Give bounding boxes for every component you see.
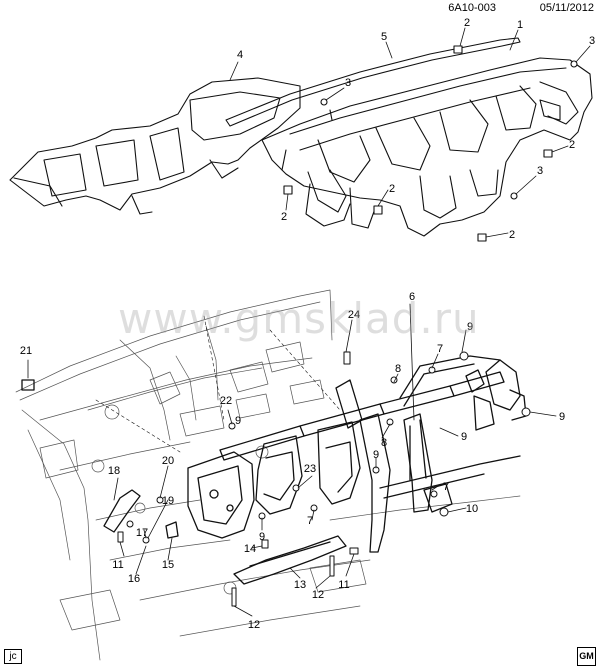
bottom-leaders [27,303,557,617]
callout-7: 7 [443,481,449,493]
callout-9: 9 [467,321,473,333]
callout-21: 21 [20,345,32,357]
callout-8: 8 [381,437,387,449]
callout-9: 9 [559,411,565,423]
author-tag: jc [4,649,22,664]
callout-9: 9 [373,449,379,461]
callout-20: 20 [162,455,174,467]
callout-19: 19 [162,495,174,507]
callout-11: 11 [112,559,123,571]
callout-7: 7 [307,515,313,527]
callout-11: 11 [338,579,349,591]
upper-pad-part-4 [9,77,301,215]
body-structure [15,289,521,661]
gm-logo: GM [577,647,596,666]
callout-4: 4 [237,49,243,61]
callout-7: 7 [437,343,443,355]
callout-2: 2 [569,139,575,151]
callout-3: 3 [589,35,595,47]
callout-18: 18 [108,465,120,477]
callout-2: 2 [464,17,470,29]
clip-part-15 [165,521,179,539]
callout-24: 24 [348,309,360,321]
callout-22: 22 [220,395,232,407]
top-fasteners [283,45,578,242]
callout-2: 2 [281,211,287,223]
callout-12: 12 [248,619,260,631]
lower-bracket-part-13 [233,535,347,585]
callout-1: 1 [517,19,523,31]
callout-6: 6 [409,291,415,303]
callout-14: 14 [244,543,256,555]
watermark-text: www.gmsklad.ru [118,294,480,343]
callout-16: 16 [128,573,140,585]
callout-17: 17 [136,527,148,539]
cross-car-beam-part-6 [21,355,527,585]
dashed-guides [95,315,341,453]
callout-5: 5 [381,31,387,43]
diagram-date: 05/11/2012 [539,2,594,14]
callout-3: 3 [345,77,351,89]
callout-8: 8 [395,363,401,375]
defrost-strip-part-5 [225,37,521,127]
callout-2: 2 [389,183,395,195]
callout-9: 9 [235,415,241,427]
callout-9: 9 [461,431,467,443]
bracket-part-18 [103,489,141,533]
top-leaders [229,27,591,238]
callout-15: 15 [162,559,174,571]
callout-13: 13 [294,579,306,591]
callout-3: 3 [537,165,543,177]
diagram-code: 6A10-003 [448,2,496,14]
instrument-panel-part-1 [261,57,593,237]
callout-23: 23 [304,463,316,475]
callout-2: 2 [509,229,515,241]
callout-9: 9 [259,531,265,543]
callout-10: 10 [466,503,478,515]
bottom-fasteners [117,351,531,607]
callout-12: 12 [312,589,324,601]
